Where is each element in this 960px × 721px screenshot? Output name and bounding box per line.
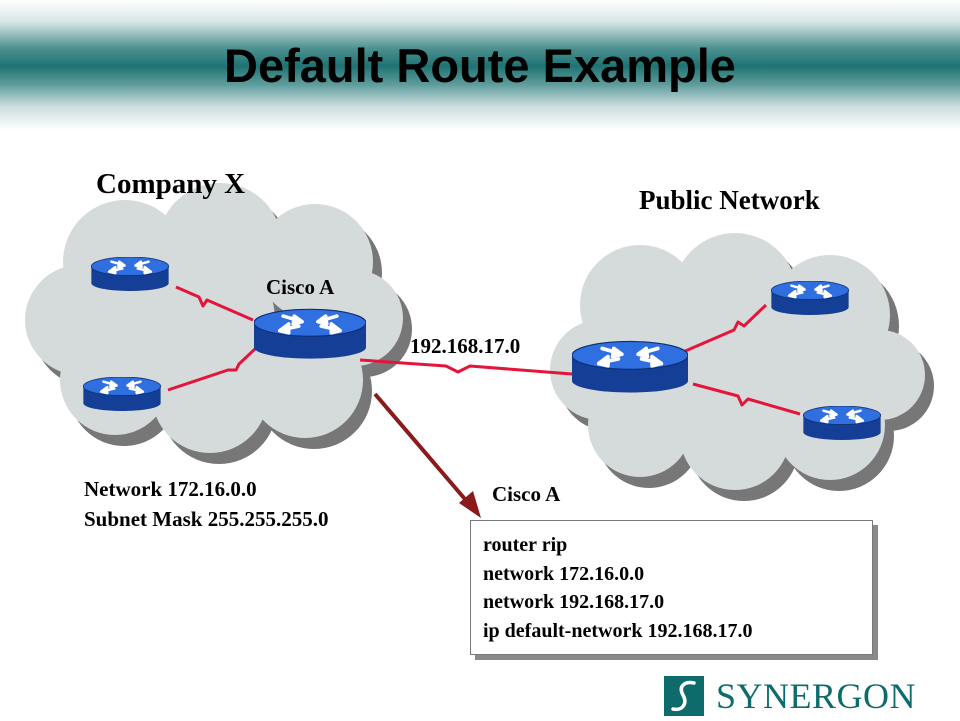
config-title-label: Cisco A [492,482,561,506]
config-line: network 192.168.17.0 [483,591,665,613]
config-line: ip default-network 192.168.17.0 [483,619,753,642]
subnet-info-label: Subnet Mask 255.255.255.0 [84,507,329,531]
config-line: router rip [483,534,568,556]
config-box: router rip network 172.16.0.0 network 19… [470,520,873,655]
router-label: Cisco A [266,275,335,299]
router-icon [254,307,366,361]
router-icon [572,340,688,394]
company-label: Company X [96,168,246,200]
router-icon [89,257,171,291]
logo-text: SYNERGON [716,676,917,716]
serial-link [692,382,801,416]
slide-title: Default Route Example [224,39,736,92]
title-band [0,0,960,130]
synergon-logo: SYNERGON [664,676,944,716]
config-arrow [373,392,481,518]
config-line: network 172.16.0.0 [483,562,645,585]
synergon-logo-icon [664,676,704,716]
public-network-label: Public Network [639,185,820,215]
serial-link [359,358,573,376]
serial-link [682,303,768,354]
serial-link [175,285,254,322]
serial-link [167,347,257,392]
public-cloud [550,233,934,501]
router-icon [801,406,883,440]
router-icon [81,377,163,411]
link-network-label: 192.168.17.0 [410,334,521,358]
router-icon [769,281,851,315]
network-info-label: Network 172.16.0.0 [84,477,257,501]
